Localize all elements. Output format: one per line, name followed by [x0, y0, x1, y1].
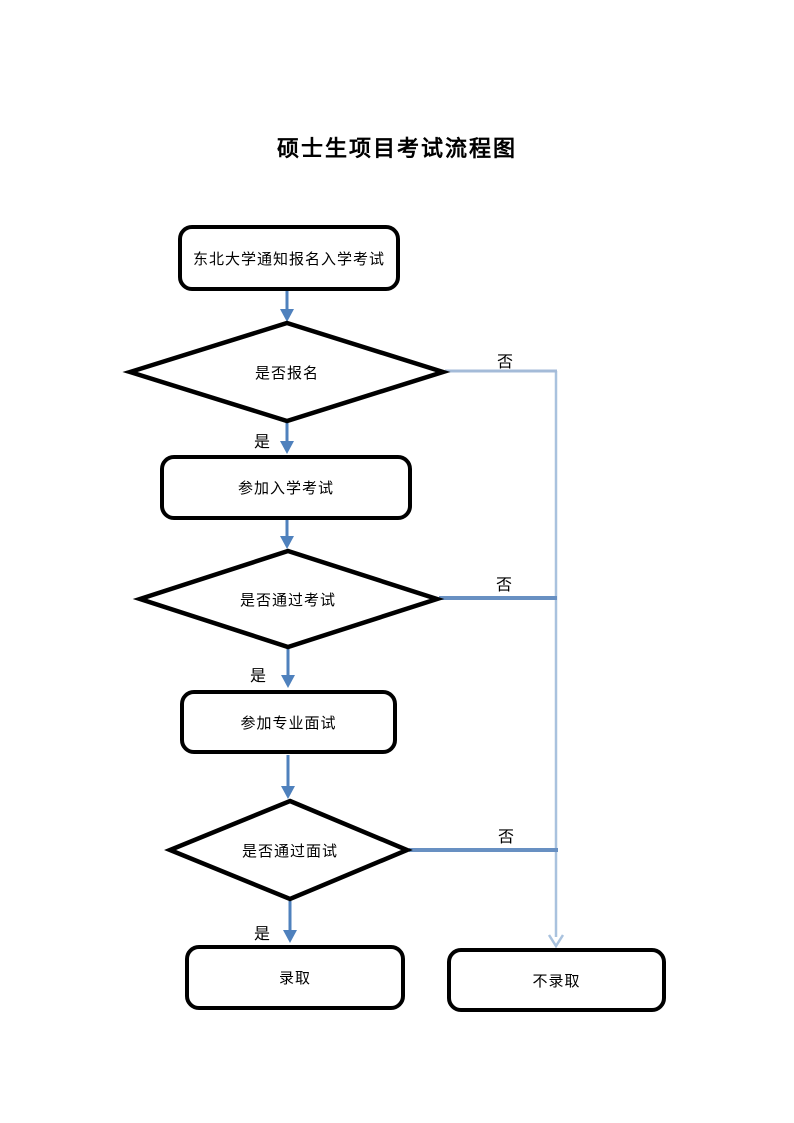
- edge-label-yes-3: 是: [253, 926, 270, 943]
- decision-diamond-interview: [164, 798, 413, 902]
- arrow-exam-to-d2: [280, 520, 294, 549]
- flow-node-start: 东北大学通知报名入学考试: [178, 225, 400, 291]
- decision-diamond-exam: [132, 548, 445, 650]
- arrow-interview-to-d3: [281, 755, 295, 799]
- arrow-down-icon: [280, 309, 294, 322]
- flow-node-exam: 参加入学考试: [160, 455, 412, 520]
- edge-label-no-3: 否: [497, 829, 514, 846]
- flow-node-reject: 不录取: [447, 948, 666, 1012]
- arrow-down-icon: [281, 786, 295, 799]
- edge-label-yes-1: 是: [253, 434, 270, 451]
- arrow-down-open-icon: [547, 934, 565, 949]
- edge-label-no-1: 否: [496, 354, 513, 371]
- arrow-d1-to-exam: [280, 423, 294, 454]
- arrow-down-icon: [283, 930, 297, 943]
- arrow-start-to-d1: [280, 291, 294, 322]
- arrow-d3-to-admit: [283, 901, 297, 943]
- decision-label-exam: 是否通过考试: [239, 593, 336, 609]
- arrow-down-icon: [281, 675, 295, 688]
- arrow-down-icon: [280, 441, 294, 454]
- edge-label-yes-2: 是: [249, 668, 266, 685]
- arrow-down-icon: [280, 536, 294, 549]
- decision-diamond-signup: [122, 320, 451, 424]
- flow-node-admit: 录取: [185, 945, 405, 1010]
- arrow-d2-to-interview: [281, 649, 295, 688]
- edge-label-no-2: 否: [495, 577, 512, 594]
- decision-label-interview: 是否通过面试: [241, 844, 338, 860]
- page-title: 硕士生项目考试流程图: [276, 136, 517, 161]
- decision-label-signup: 是否报名: [254, 366, 319, 382]
- flow-node-interview: 参加专业面试: [180, 690, 397, 754]
